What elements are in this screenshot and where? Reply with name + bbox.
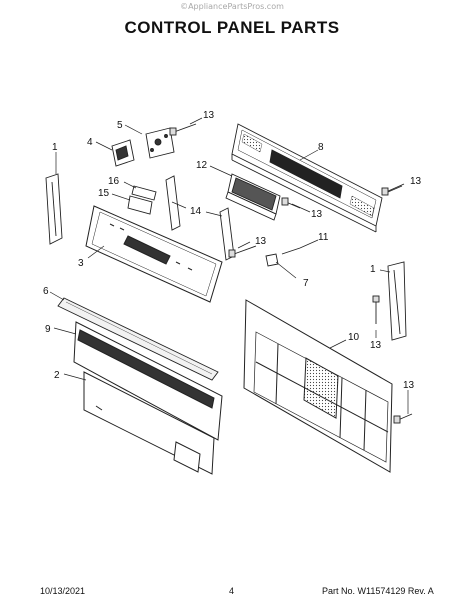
callout-13-top: 13 [203, 110, 215, 121]
side-trim-left [45, 173, 63, 245]
callout-11: 11 [318, 232, 329, 243]
sensor-clip [265, 247, 301, 267]
board-bracket [111, 139, 135, 167]
keypad-lens [127, 185, 157, 215]
callout-12: 12 [196, 160, 208, 171]
callout-8: 8 [318, 142, 324, 153]
screw-13-panel [228, 245, 257, 258]
screw-13-module [281, 197, 301, 209]
watermark: ©AppliancePartsPros.com [180, 2, 284, 11]
side-trim-right [387, 261, 407, 341]
rear-panel [243, 299, 393, 473]
leader-lines [49, 117, 409, 414]
callout-13-right-lower: 13 [403, 380, 415, 391]
page-title: CONTROL PANEL PARTS [124, 18, 340, 37]
callout-1-right: 1 [370, 264, 376, 275]
callout-5: 5 [117, 120, 123, 131]
rear-console-panel [231, 123, 383, 233]
screw-13-right-upper [381, 183, 405, 196]
screw-13-top [169, 123, 197, 136]
screw-13-right-trim [372, 295, 380, 324]
callout-9: 9 [45, 324, 51, 335]
footer-page: 4 [229, 586, 235, 596]
lower-panel [83, 371, 215, 475]
callout-3: 3 [78, 258, 84, 269]
callout-4: 4 [87, 137, 93, 148]
footer-part-info: Part No. W11574129 Rev. A [322, 586, 434, 596]
callout-2: 2 [54, 370, 60, 381]
electronic-control [225, 173, 281, 221]
callout-16: 16 [108, 176, 120, 187]
callout-13-panel: 13 [255, 236, 267, 247]
callout-7: 7 [303, 278, 309, 289]
callout-13-right-upper: 13 [410, 176, 422, 187]
support-bracket-left [165, 175, 181, 231]
vent-trim [57, 297, 219, 381]
callout-15: 15 [98, 188, 110, 199]
callout-10: 10 [348, 332, 360, 343]
footer-date: 10/13/2021 [40, 586, 86, 596]
callout-13-right-trim: 13 [370, 340, 382, 351]
callout-6: 6 [43, 286, 49, 297]
control-panel [85, 205, 223, 303]
callout-14: 14 [190, 206, 202, 217]
screw-13-right-lower [393, 413, 413, 424]
control-board [145, 127, 175, 159]
callout-13-module: 13 [311, 209, 323, 220]
vent-frame [73, 321, 223, 441]
callout-1-left: 1 [52, 142, 58, 153]
callout-labels: 1 5 4 13 12 8 13 13 16 15 14 13 11 7 3 1… [43, 110, 422, 391]
